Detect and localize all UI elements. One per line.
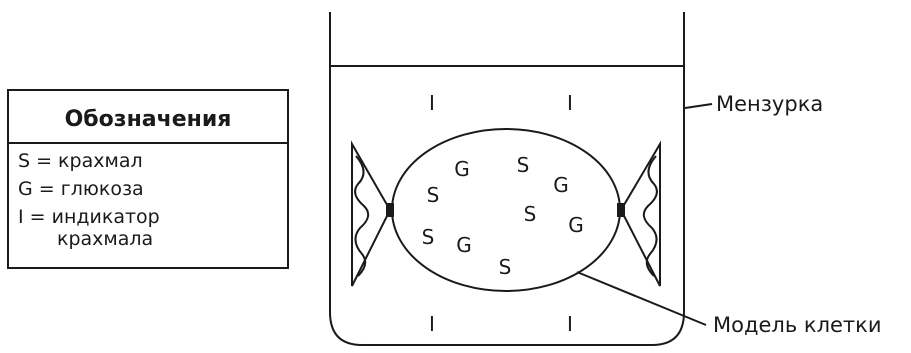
right-tie-flap bbox=[619, 140, 661, 287]
indicator-molecule: I bbox=[567, 91, 573, 115]
left-bag-tie bbox=[351, 140, 394, 287]
cell-model-callout-line bbox=[576, 271, 707, 326]
starch-molecule: S bbox=[499, 255, 512, 279]
legend-box bbox=[7, 89, 289, 269]
right-tie-fold bbox=[642, 155, 658, 277]
legend-item-starch: S = крахмал bbox=[18, 150, 143, 172]
glucose-molecule: G bbox=[568, 213, 584, 237]
beaker-callout-line bbox=[684, 103, 713, 109]
right-bag-tie bbox=[617, 140, 661, 287]
beaker-label: Мензурка bbox=[716, 92, 823, 116]
starch-molecule: S bbox=[517, 153, 530, 177]
glucose-molecule: G bbox=[454, 157, 470, 181]
glucose-molecule: G bbox=[553, 173, 569, 197]
indicator-molecule: I bbox=[429, 312, 435, 336]
starch-molecule: S bbox=[422, 225, 435, 249]
beaker-outline bbox=[329, 12, 685, 346]
left-tie-flap bbox=[351, 140, 392, 287]
left-tie-fold bbox=[354, 155, 370, 277]
legend-item-indicator: I = индикатор bbox=[18, 206, 160, 228]
cell-model-label: Модель клетки bbox=[713, 313, 881, 337]
starch-molecule: S bbox=[524, 202, 537, 226]
glucose-molecule: G bbox=[456, 233, 472, 257]
indicator-molecule: I bbox=[429, 91, 435, 115]
legend: Обозначения S = крахмал G = глюкоза I = … bbox=[7, 89, 289, 269]
indicator-molecules: I I I I bbox=[429, 91, 573, 336]
legend-item-glucose: G = глюкоза bbox=[18, 178, 144, 200]
cell-contents: G S G S S G S G S bbox=[422, 153, 584, 279]
legend-title: Обозначения bbox=[65, 107, 232, 132]
indicator-molecule: I bbox=[567, 312, 573, 336]
starch-molecule: S bbox=[427, 183, 440, 207]
legend-item-indicator-cont: крахмала bbox=[57, 228, 153, 250]
